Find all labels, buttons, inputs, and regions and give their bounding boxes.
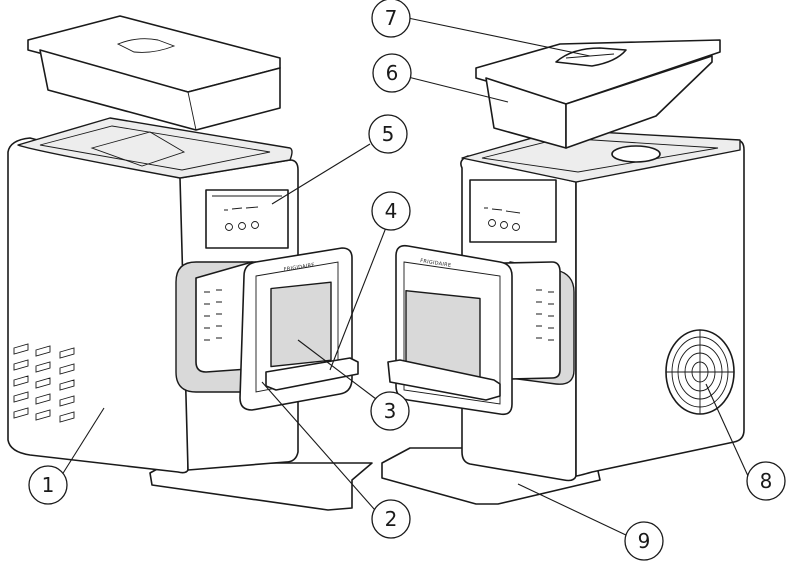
right-drip-tray [387, 359, 501, 401]
svg-text:4: 4 [385, 199, 398, 223]
svg-text:9: 9 [638, 529, 651, 553]
right-fan-grille [665, 329, 735, 415]
right-lid [475, 39, 721, 105]
svg-text:5: 5 [382, 122, 395, 146]
right-control-panel [469, 179, 557, 243]
right-unit: FRIGIDAIRE [381, 39, 745, 505]
svg-text:8: 8 [760, 469, 773, 493]
left-brand-label: FRIGIDAIRE [283, 262, 315, 273]
svg-text:2: 2 [385, 507, 398, 531]
left-control-panel [205, 189, 289, 249]
svg-text:7: 7 [385, 6, 398, 30]
right-body-side [575, 139, 745, 477]
callout-8: 8 [746, 461, 786, 501]
left-body-side [7, 137, 189, 474]
left-side-vents [13, 343, 75, 423]
left-window [270, 281, 332, 368]
right-brand-label: FRIGIDAIRE [420, 258, 452, 269]
callout-7: 7 [371, 0, 411, 38]
leader-lines [59, 17, 749, 537]
left-unit: FRIGIDAIRE [7, 15, 373, 511]
svg-text:6: 6 [386, 61, 399, 85]
callout-9: 9 [624, 521, 664, 561]
callout-1: 1 [28, 465, 68, 505]
svg-text:1: 1 [42, 473, 55, 497]
callout-5: 5 [368, 114, 408, 154]
svg-text:3: 3 [384, 399, 397, 423]
callout-3: 3 [370, 391, 410, 431]
callout-6: 6 [372, 53, 412, 93]
callout-2: 2 [371, 499, 411, 539]
callout-4: 4 [371, 191, 411, 231]
